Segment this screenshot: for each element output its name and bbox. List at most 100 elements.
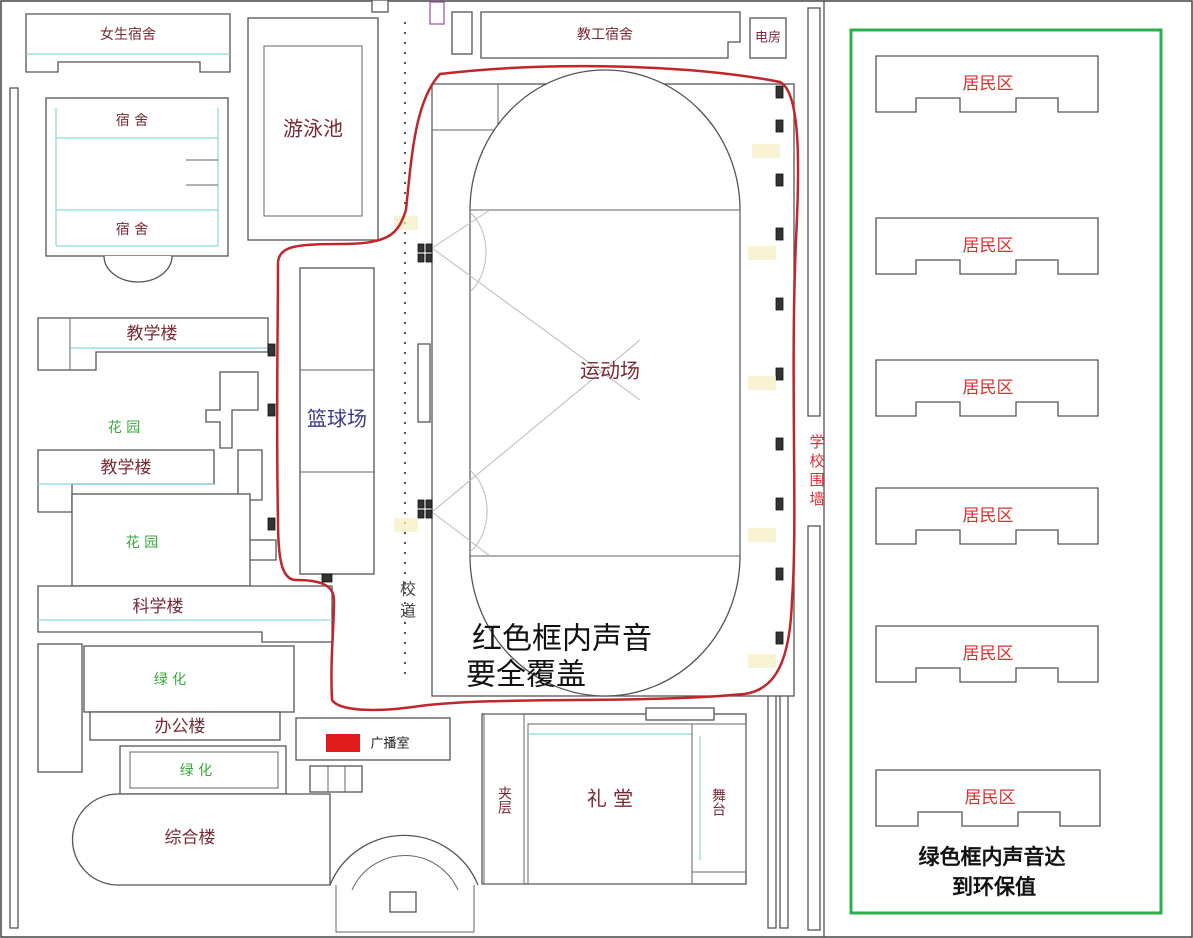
- school-wall-upper: [807, 7, 821, 417]
- residential-block-1: 居民区: [875, 55, 1099, 113]
- staff-dorm-building: [480, 11, 741, 59]
- garden-2-label: 花 园: [126, 535, 158, 551]
- speaker-icon: [321, 573, 333, 583]
- lamp-icon: [748, 376, 776, 390]
- coverage-outline: [275, 64, 800, 712]
- protection-outline: [849, 28, 1163, 915]
- lamp-icon: [748, 246, 776, 260]
- running-track-outer: [469, 69, 741, 697]
- school-road-label-1: 校: [400, 580, 416, 599]
- office-building-label: 办公楼: [155, 717, 206, 737]
- speaker-icon: [417, 499, 425, 509]
- speaker-icon: [267, 403, 276, 417]
- residential-block-4: 居民区: [875, 487, 1099, 545]
- gate-marker: [429, 1, 445, 25]
- residential-block-5: 居民区: [875, 625, 1099, 683]
- coverage-annotation-line1: 红色框内声音: [472, 622, 652, 657]
- speaker-icon: [417, 253, 425, 263]
- school-road-label-2: 道: [400, 602, 416, 621]
- residential-block-2: 居民区: [875, 217, 1099, 275]
- dorm-semicircle: [103, 255, 173, 283]
- dorm-block: [45, 97, 229, 257]
- broadcast-room-marker: [326, 734, 360, 752]
- sound-beam-2a: [431, 339, 641, 513]
- mezzanine-label: 夹层: [496, 786, 512, 814]
- corridor-connector-1: [205, 371, 259, 449]
- residential-label: 居民区: [963, 236, 1014, 256]
- protection-annotation-line1: 绿色框内声音达: [919, 845, 1066, 869]
- speaker-icon: [775, 497, 784, 511]
- teaching-building-1-label: 教学楼: [127, 324, 178, 344]
- running-track-inner: [469, 209, 741, 557]
- female-dorm-building: [25, 13, 231, 73]
- garden-2-area: [71, 493, 251, 587]
- basketball-court-label: 篮球场: [307, 407, 367, 431]
- greening-2-label: 绿 化: [180, 763, 212, 779]
- office-building: [89, 711, 281, 741]
- speaker-icon: [775, 119, 784, 133]
- corridor-connector-2: [237, 449, 263, 501]
- residential-block-6: 居民区: [875, 769, 1101, 827]
- speaker-icon: [775, 227, 784, 241]
- speaker-icon: [775, 437, 784, 451]
- complex-building-label: 综合楼: [165, 828, 216, 848]
- flag-platform: [417, 343, 431, 423]
- greening-1-area: [83, 645, 295, 713]
- auditorium-building: [481, 713, 747, 885]
- broadcast-annex: [309, 765, 363, 793]
- staff-dorm-label: 教工宿舍: [577, 26, 633, 43]
- broadcast-room-label: 广播室: [370, 736, 409, 752]
- speaker-icon: [425, 509, 433, 519]
- dorm-top-label: 宿 舍: [116, 112, 148, 129]
- broadcast-building: [295, 717, 451, 761]
- left-edge-strip: [9, 87, 19, 929]
- science-building: [37, 585, 333, 643]
- school-wall-label: 学校围墙: [808, 434, 826, 510]
- residential-block-3: 居民区: [875, 359, 1099, 417]
- coverage-annotation-line2: 要全覆盖: [466, 658, 586, 693]
- power-room-building: [749, 17, 787, 59]
- speaker-icon: [425, 253, 433, 263]
- sports-field-label: 运动场: [580, 359, 640, 383]
- lower-corridor: [37, 643, 83, 773]
- basketball-court: [299, 267, 375, 575]
- residential-label: 居民区: [965, 788, 1016, 808]
- speaker-icon: [267, 343, 276, 357]
- complex-building: [71, 793, 331, 886]
- residential-label: 居民区: [963, 644, 1014, 664]
- residential-label: 居民区: [963, 506, 1014, 526]
- sound-beam-1a: [431, 247, 641, 401]
- gate-post: [371, 0, 389, 13]
- auditorium-label: 礼 堂: [587, 787, 633, 811]
- complex-arc-outer: [329, 834, 479, 886]
- speaker-icon: [417, 243, 425, 253]
- stage-label: 舞台: [710, 788, 726, 816]
- speaker-icon: [775, 367, 784, 381]
- speaker-icon: [775, 173, 784, 187]
- teaching-building-1: [37, 317, 269, 371]
- protection-annotation-line2: 到环保值: [952, 875, 1036, 899]
- lamp-icon: [748, 528, 776, 542]
- complex-entrance: [389, 891, 417, 913]
- speaker-icon: [775, 297, 784, 311]
- small-booth: [451, 11, 473, 55]
- swimming-pool-label: 游泳池: [283, 117, 343, 141]
- school-wall-lower: [807, 525, 821, 931]
- female-dorm-label: 女生宿舍: [100, 26, 156, 43]
- speaker-icon: [425, 499, 433, 509]
- speaker-icon: [425, 243, 433, 253]
- greening-1-label: 绿 化: [154, 672, 186, 688]
- dorm-bottom-label: 宿 舍: [116, 221, 148, 238]
- speaker-icon: [775, 85, 784, 99]
- science-building-label: 科学楼: [133, 597, 184, 617]
- teaching-building-2-label: 教学楼: [101, 458, 152, 478]
- lamp-icon: [394, 518, 418, 532]
- residential-label: 居民区: [963, 378, 1014, 398]
- speaker-icon: [267, 517, 276, 531]
- residential-label: 居民区: [963, 74, 1014, 94]
- lamp-icon: [752, 144, 780, 158]
- lamp-icon: [748, 654, 776, 668]
